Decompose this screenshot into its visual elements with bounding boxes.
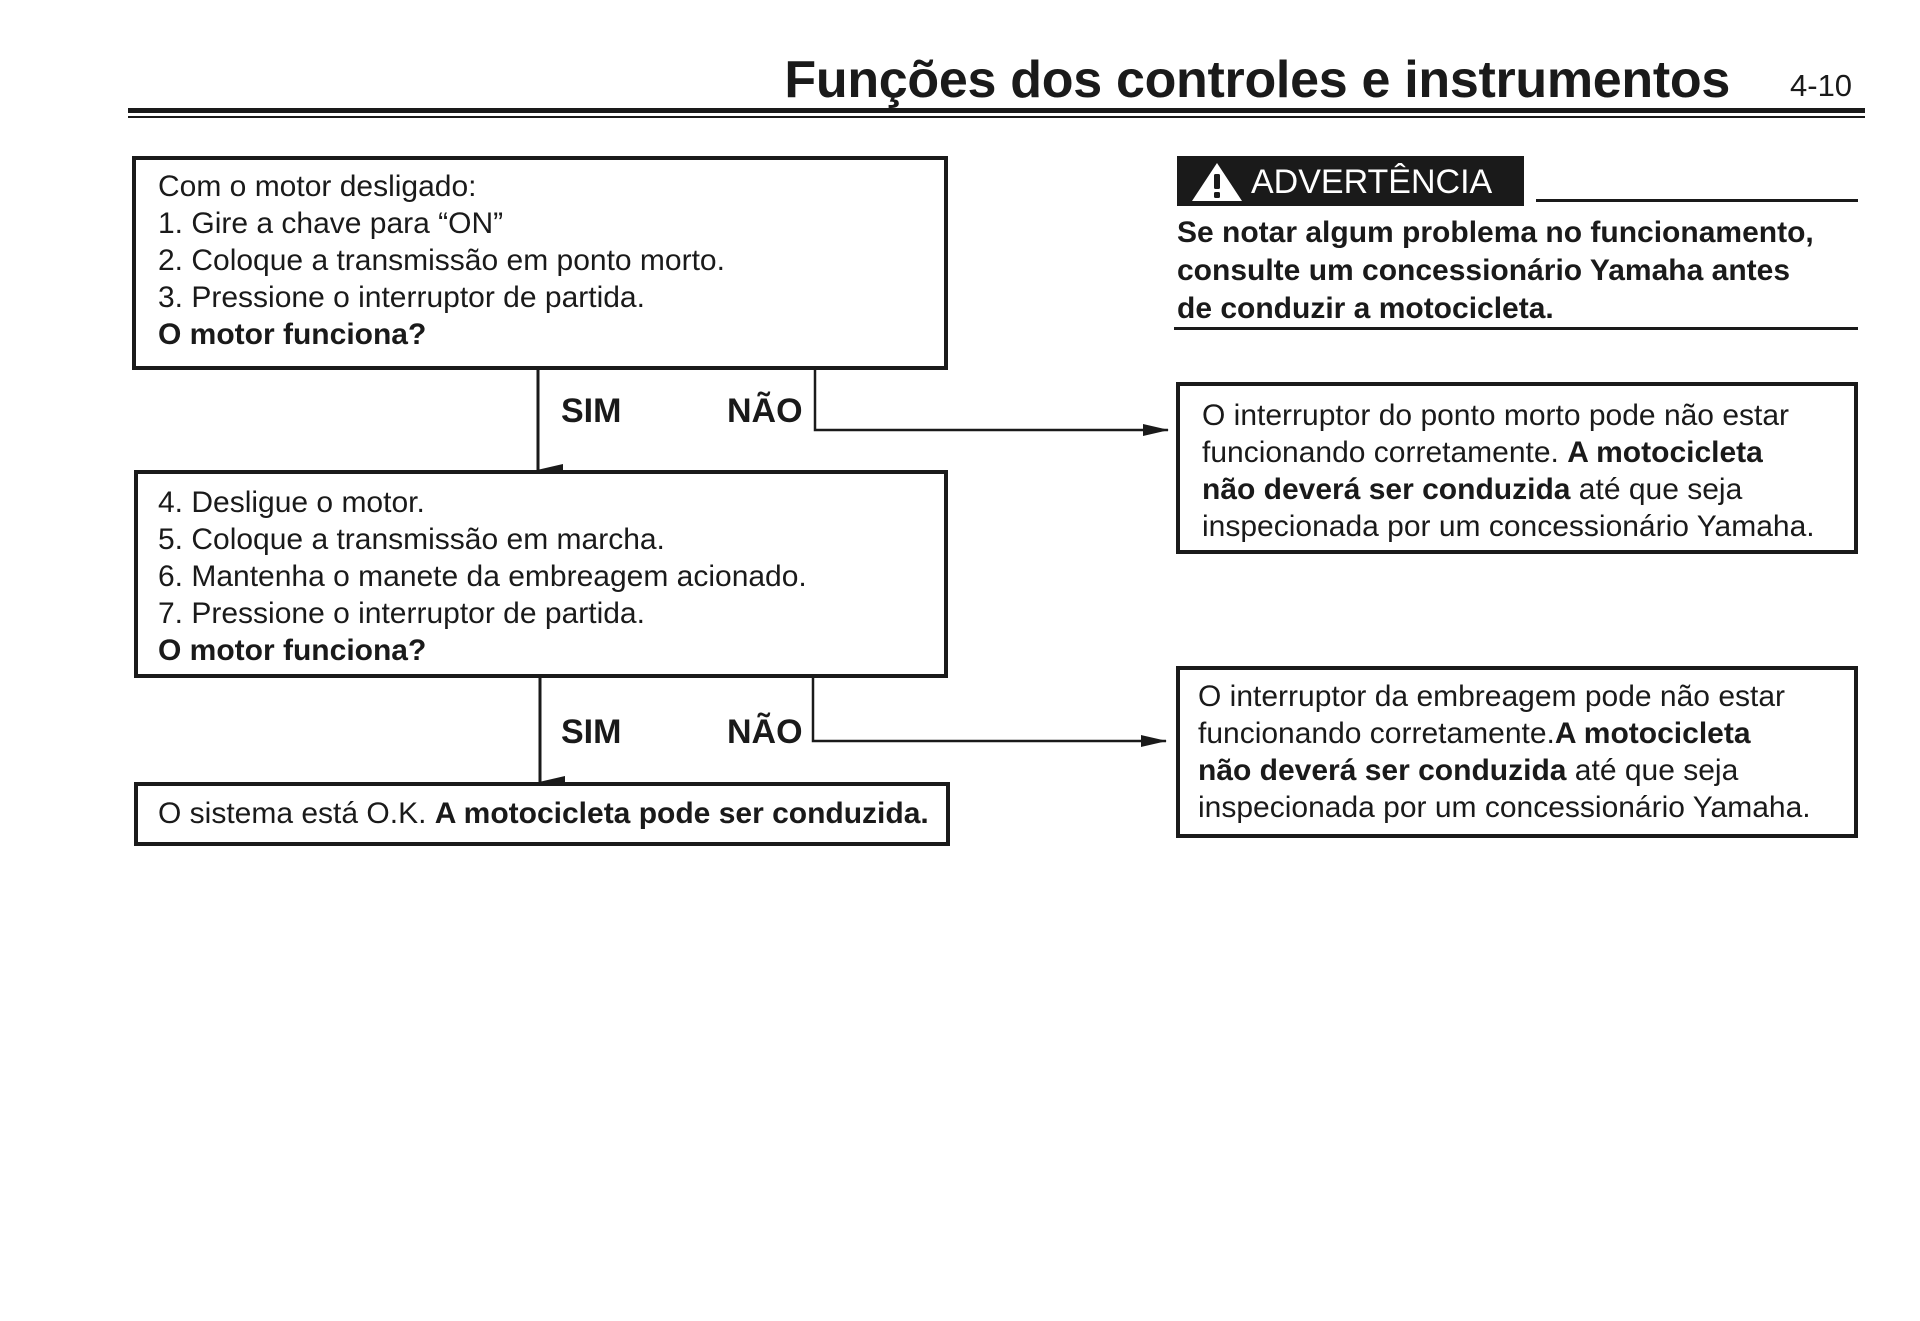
step-box-1: Com o motor desligado: 1. Gire a chave p… (132, 156, 948, 370)
warning-line: consulte um concessionário Yamaha antes (1177, 254, 1791, 287)
result-text: funcionando corretamente. (1202, 436, 1559, 469)
result-line: O interruptor da embreagem pode não esta… (1198, 680, 1786, 713)
step-line: 1. Gire a chave para “ON” (158, 207, 504, 240)
yes-label-2: SIM (561, 713, 622, 751)
result-bold: não deverá ser conduzida (1198, 754, 1567, 787)
result-bold: A motocicleta (1554, 717, 1751, 750)
step-line: 3. Pressione o interruptor de partida. (158, 281, 645, 314)
result-line: não deverá ser conduzida até que seja (1198, 752, 1854, 789)
result-bold: A motocicleta (1567, 436, 1763, 469)
header-rule (128, 108, 1865, 113)
result-text: até que seja (1574, 754, 1739, 787)
result-ok-text: O sistema está O.K. (158, 797, 427, 830)
result-neutral-switch-box: O interruptor do ponto morto pode não es… (1176, 382, 1858, 554)
result-line: inspecionada por um concessionário Yamah… (1202, 510, 1815, 543)
warning-line: de conduzir a motocicleta. (1177, 292, 1554, 325)
result-line: não deverá ser conduzida até que seja (1202, 471, 1854, 508)
result-line: O interruptor do ponto morto pode não es… (1202, 399, 1790, 432)
result-line: funcionando corretamente.A motocicleta (1198, 715, 1854, 752)
step-line: 7. Pressione o interruptor de partida. (158, 597, 645, 630)
warning-text: Se notar algum problema no funcionamento… (1177, 214, 1814, 328)
result-text: até que seja (1578, 473, 1743, 506)
no-arrow-2 (811, 678, 1167, 747)
step-box-2: 4. Desligue o motor. 5. Coloque a transm… (134, 470, 948, 678)
result-line: inspecionada por um concessionário Yamah… (1198, 791, 1811, 824)
result-text: funcionando corretamente. (1198, 717, 1555, 750)
header-rule-thin (128, 116, 1865, 118)
result-clutch-switch-box: O interruptor da embreagem pode não esta… (1176, 666, 1858, 838)
result-ok-bold: A motocicleta pode ser conduzida. (434, 797, 929, 830)
step-line: 4. Desligue o motor. (158, 486, 425, 519)
no-label-2: NÃO (727, 713, 803, 751)
warning-tag: ADVERTÊNCIA (1177, 156, 1524, 206)
warning-triangle-icon (1192, 163, 1242, 201)
warning-rule (1536, 199, 1858, 202)
warning-tag-label: ADVERTÊNCIA (1251, 163, 1493, 201)
yes-label-1: SIM (561, 392, 622, 430)
warning-bottom-rule (1174, 327, 1858, 330)
no-label-1: NÃO (727, 392, 803, 430)
no-arrow-1 (813, 370, 1169, 436)
result-line: funcionando corretamente. A motocicleta (1202, 434, 1854, 471)
warning-line: Se notar algum problema no funcionamento… (1177, 216, 1814, 249)
step-question: O motor funciona? (158, 634, 427, 667)
page-title: Funções dos controles e instrumentos (784, 51, 1730, 109)
step-line: 2. Coloque a transmissão em ponto morto. (158, 244, 725, 277)
step-question: O motor funciona? (158, 318, 427, 351)
result-bold: não deverá ser conduzida (1202, 473, 1571, 506)
step-line: Com o motor desligado: (158, 170, 477, 203)
step-line: 6. Mantenha o manete da embreagem aciona… (158, 560, 807, 593)
result-ok-box: O sistema está O.K. A motocicleta pode s… (134, 782, 950, 846)
page-number: 4-10 (1790, 68, 1853, 103)
step-line: 5. Coloque a transmissão em marcha. (158, 523, 665, 556)
result-ok-line: O sistema está O.K. A motocicleta pode s… (158, 795, 946, 832)
